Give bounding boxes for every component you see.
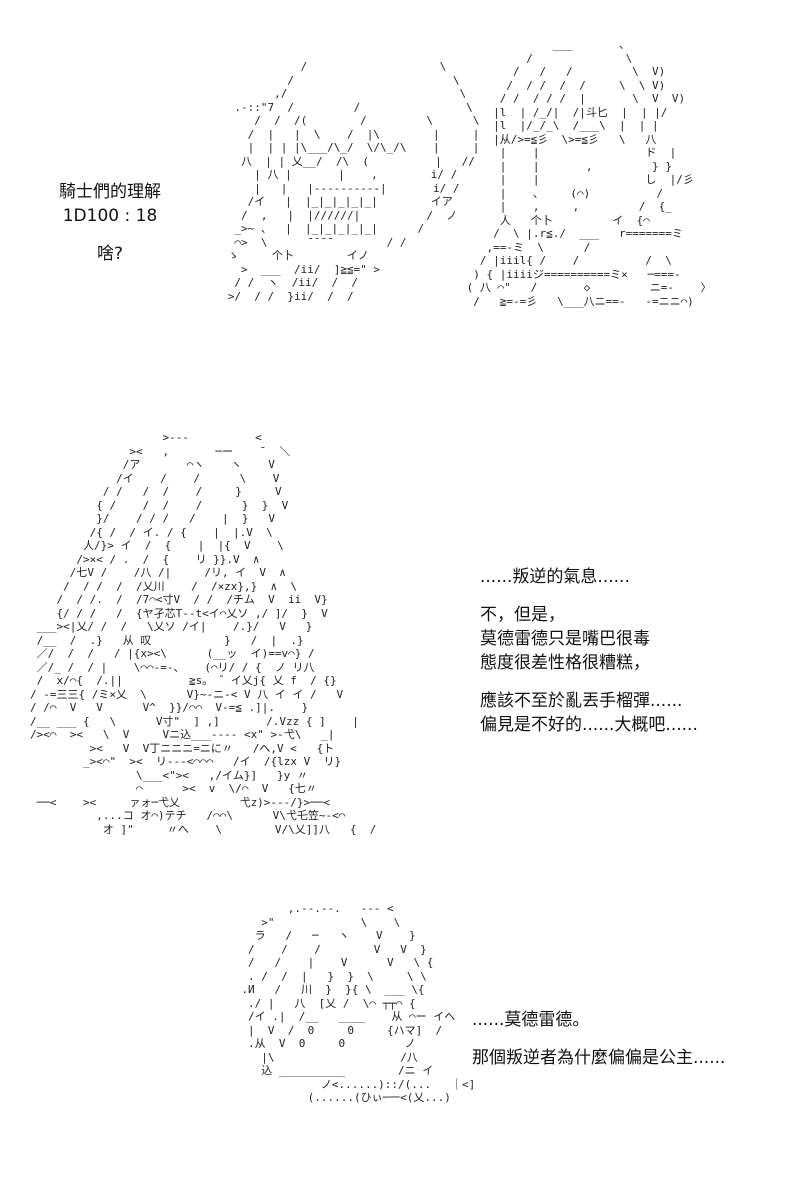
caption-panel-1: 騎士們的理解 1D100 : 18 啥? — [40, 180, 180, 266]
caption-line: 不，但是， — [480, 605, 565, 625]
caption-line: 偏見是不好的......大概吧...... — [480, 715, 698, 735]
caption-spacer — [40, 228, 180, 242]
panel-1: / \ / \ ,/ \ .-::"7 / / \ / / /( / \ \ — [0, 0, 800, 425]
caption-line: ......叛逆的氣息...... — [480, 567, 630, 587]
caption-line: 莫德雷德只是嘴巴很毒 — [480, 629, 650, 649]
caption-line: 那個叛逆者為什麼偏偏是公主...... — [472, 1048, 726, 1068]
caption-spacer — [480, 589, 790, 603]
panel-2: >--- < >< , ─ー ̄ ＼ /ア ⌒ヽ ヽ V /イ / / \ V … — [0, 425, 800, 880]
caption-line: 1D100 : 18 — [62, 206, 158, 226]
caption-line: 騎士們的理解 — [59, 182, 161, 202]
caption-line: ......莫德雷德。 — [472, 1010, 590, 1030]
ascii-art-figure-right: ___ 、 / \ / / / \ V) / / / / / \ \ V) / … — [466, 38, 712, 308]
caption-spacer — [480, 675, 790, 689]
caption-line: 應該不至於亂丟手榴彈...... — [480, 691, 683, 711]
ascii-art-figure-left: / \ / \ ,/ \ .-::"7 / / \ / / /( / \ \ — [227, 60, 480, 303]
caption-line: 啥? — [96, 244, 124, 264]
caption-panel-2: ......叛逆的氣息...... 不，但是， 莫德雷德只是嘴巴很毒 態度很差性… — [480, 565, 790, 737]
caption-line: 態度很差性格很糟糕， — [480, 653, 650, 673]
ascii-art-figure-hooded: >--- < >< , ─ー ̄ ＼ /ア ⌒ヽ ヽ V /イ / / \ V … — [30, 431, 377, 836]
caption-panel-3: ......莫德雷德。 那個叛逆者為什麼偏偏是公主...... — [472, 1008, 792, 1070]
ascii-art-figure-small: ,.--.--. --- < >" \ \ ラ / ─ ヽ V } / / / … — [241, 902, 476, 1104]
panel-3: ,.--.--. --- < >" \ \ ラ / ─ ヽ V } / / / … — [0, 880, 800, 1200]
caption-spacer — [472, 1032, 792, 1046]
